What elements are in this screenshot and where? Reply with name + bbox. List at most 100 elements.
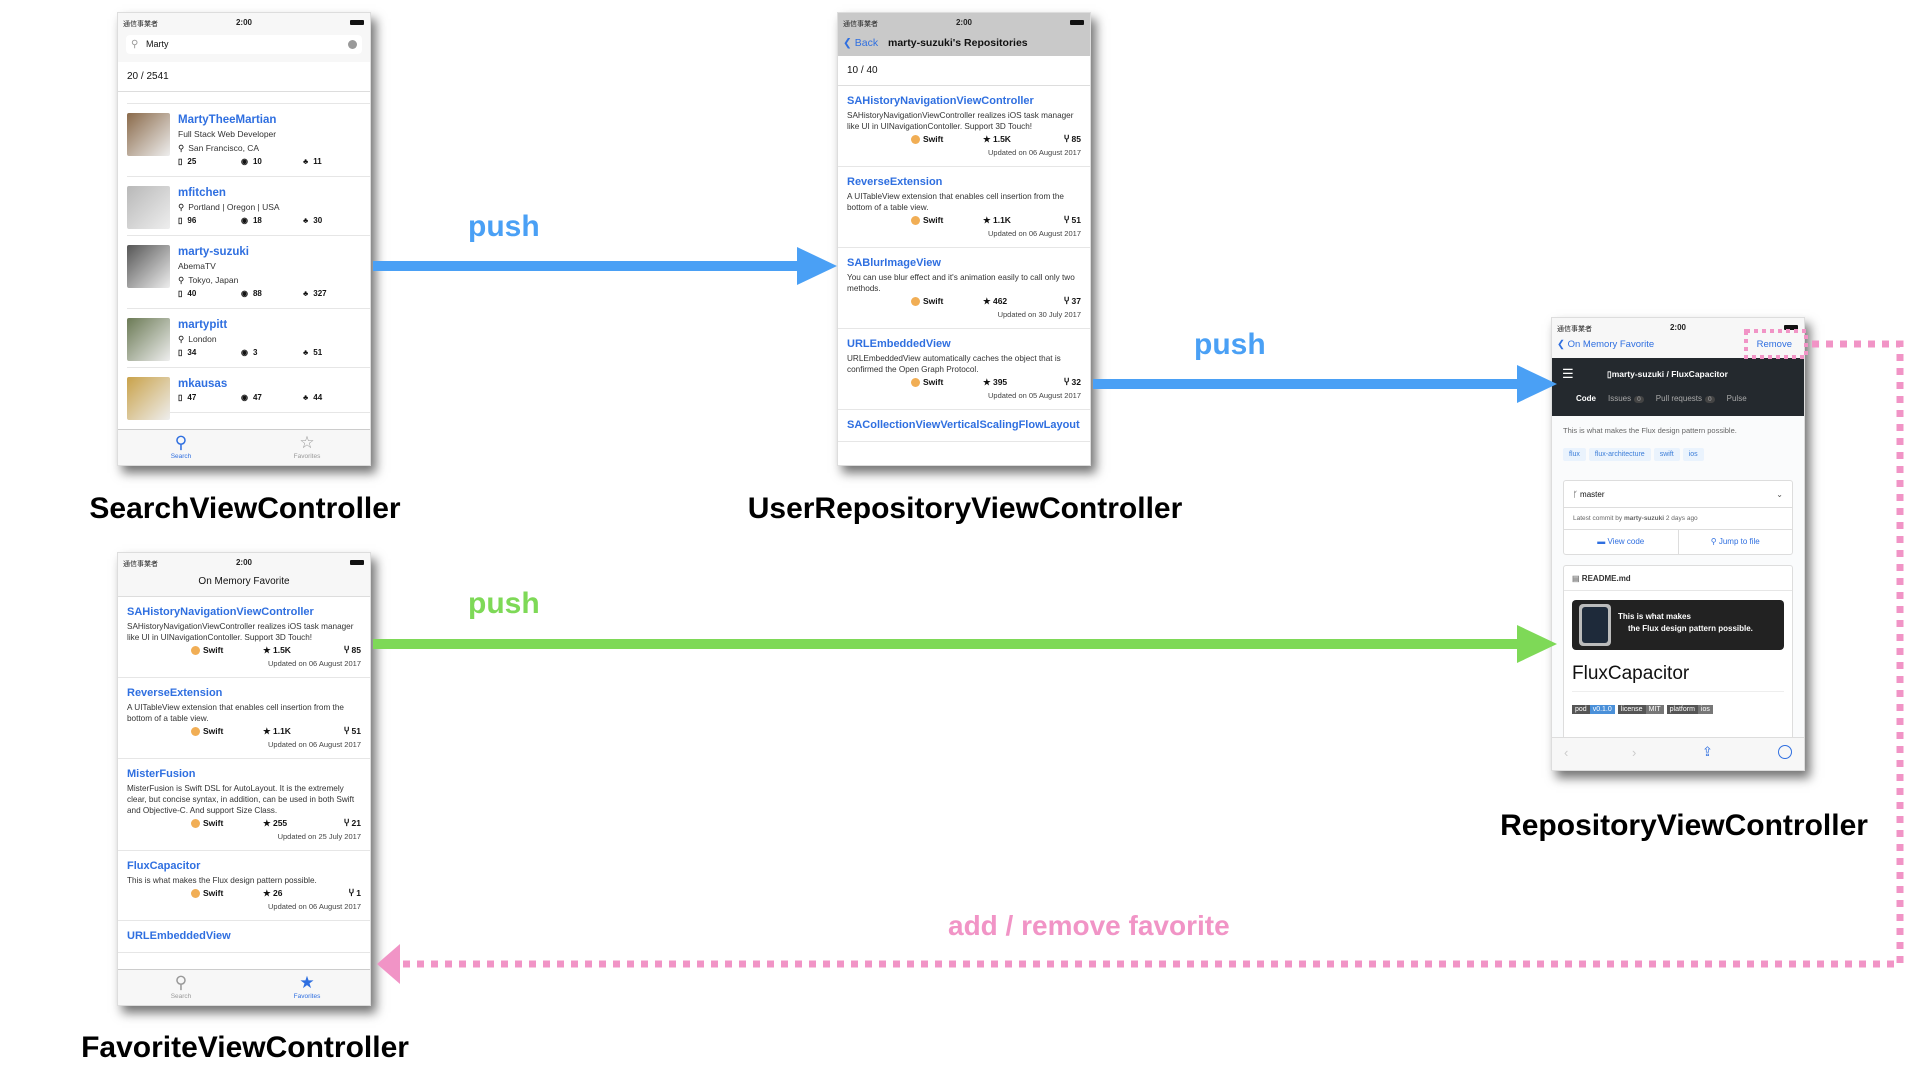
tab-search[interactable]: ⚲Search xyxy=(118,970,244,1005)
repo-stars: ★ 462 xyxy=(983,296,1008,306)
repo-icon: ▯ xyxy=(178,216,183,225)
topic-tag[interactable]: swift xyxy=(1653,448,1680,461)
repo-name[interactable]: ReverseExtension xyxy=(127,687,223,699)
language-color-dot xyxy=(191,819,200,828)
jump-to-file-button[interactable]: ⚲ Jump to file xyxy=(1679,530,1793,554)
repo-name[interactable]: ReverseExtension xyxy=(847,176,943,188)
hamburger-menu-icon[interactable]: ☰ xyxy=(1562,366,1574,381)
repo-name[interactable]: SAHistoryNavigationViewController xyxy=(127,606,314,618)
tab-search[interactable]: ⚲Search xyxy=(118,430,244,465)
repos-stat: ▯34 xyxy=(178,346,196,360)
user-row[interactable]: martypitt⚲London▯34◉3♣51 xyxy=(127,309,370,368)
user-name[interactable]: MartyTheeMartian xyxy=(178,114,277,126)
clock: 2:00 xyxy=(235,558,252,567)
branch-selector[interactable]: ᚴ master ⌄ xyxy=(1564,481,1792,508)
latest-commit: Latest commit by marty-suzuki 2 days ago xyxy=(1564,508,1792,530)
repo-language: Swift xyxy=(923,296,944,306)
topic-tag[interactable]: flux-architecture xyxy=(1588,448,1651,461)
user-row[interactable]: mfitchen⚲Portland | Oregon | USA▯96◉18♣3… xyxy=(127,177,370,236)
user-name[interactable]: mkausas xyxy=(178,378,228,390)
followers-icon: ♣ xyxy=(303,348,309,357)
repo-forks: Ⴤ 51 xyxy=(344,726,361,736)
commit-time: 2 days ago xyxy=(1665,515,1698,522)
tab-favorites[interactable]: ☆Favorites xyxy=(244,430,370,465)
back-nav-icon[interactable]: ‹ xyxy=(1564,745,1569,760)
repo-name[interactable]: SABlurImageView xyxy=(847,257,941,269)
clear-icon[interactable] xyxy=(348,40,357,49)
back-label: On Memory Favorite xyxy=(1567,339,1655,350)
avatar xyxy=(127,377,170,420)
safari-compass-icon[interactable] xyxy=(1778,745,1792,759)
back-button[interactable]: ❮ Back xyxy=(843,37,878,49)
clock: 2:00 xyxy=(955,18,972,27)
topic-tag[interactable]: flux xyxy=(1563,448,1586,461)
view-code-button[interactable]: ▬ View code xyxy=(1564,530,1679,554)
repo-name[interactable]: FluxCapacitor xyxy=(127,860,201,872)
avatar xyxy=(127,318,170,361)
user-location: ⚲Tokyo, Japan xyxy=(178,273,364,287)
repo-name[interactable]: SACollectionViewVerticalScalingFlowLayou… xyxy=(847,419,1080,431)
repo-description: URLEmbeddedView automatically caches the… xyxy=(847,354,1061,374)
remove-favorite-button[interactable]: Remove xyxy=(1756,339,1792,350)
forward-nav-icon[interactable]: › xyxy=(1632,745,1637,760)
followers-stat: ♣30 xyxy=(303,214,322,228)
repo-stars: ★ 1.5K xyxy=(263,645,291,655)
repo-description: MisterFusion is Swift DSL for AutoLayout… xyxy=(127,784,355,815)
followers-icon: ♣ xyxy=(303,289,309,298)
user-repository-screen: 通信事業者 2:00 ❮ Back marty-suzuki's Reposit… xyxy=(837,12,1091,466)
result-count: 20 / 2541 xyxy=(118,62,370,92)
topic-tag[interactable]: ios xyxy=(1682,448,1704,461)
repo-name[interactable]: URLEmbeddedView xyxy=(127,930,231,942)
repo-item[interactable]: SACollectionViewVerticalScalingFlowLayou… xyxy=(838,410,1090,442)
repo-name[interactable]: MisterFusion xyxy=(127,768,196,780)
repo-name[interactable]: URLEmbeddedView xyxy=(847,338,951,350)
carrier: 通信事業者 xyxy=(843,21,878,28)
share-icon[interactable]: ⇪ xyxy=(1702,744,1713,759)
search-input[interactable]: ⚲ Marty xyxy=(126,35,362,54)
repo-tab-count: 0 xyxy=(1705,396,1715,403)
repo-item[interactable]: URLEmbeddedView xyxy=(118,921,370,953)
repo-language: Swift xyxy=(203,818,224,828)
eye-icon: ◉ xyxy=(241,348,248,357)
repo-forks: Ⴤ 21 xyxy=(344,818,361,828)
badge-key: pod xyxy=(1572,705,1590,714)
followers-count: 51 xyxy=(313,348,323,357)
repo-icon: ▯ xyxy=(178,393,183,402)
repo-updated: Updated on 06 August 2017 xyxy=(988,229,1081,238)
back-button[interactable]: ❮ On Memory Favorite xyxy=(1557,339,1654,350)
repo-updated: Updated on 25 July 2017 xyxy=(277,832,361,841)
repo-name[interactable]: SAHistoryNavigationViewController xyxy=(847,95,1034,107)
repo-tab-code[interactable]: Code xyxy=(1576,394,1596,403)
user-name[interactable]: mfitchen xyxy=(178,187,226,199)
language-color-dot xyxy=(191,889,200,898)
user-name[interactable]: marty-suzuki xyxy=(178,246,249,258)
avatar xyxy=(127,245,170,288)
repo-tab-pulse[interactable]: Pulse xyxy=(1727,394,1747,403)
battery-icon xyxy=(350,560,364,565)
safari-toolbar: ‹ › ⇪ xyxy=(1552,737,1804,770)
user-location: ⚲Portland | Oregon | USA xyxy=(178,200,364,214)
badge-value: ios xyxy=(1697,705,1713,714)
user-name[interactable]: martypitt xyxy=(178,319,228,331)
user-row[interactable]: mkausas▯47◉47♣44 xyxy=(127,368,370,420)
followers-count: 44 xyxy=(313,393,323,402)
followers-icon: ♣ xyxy=(303,216,309,225)
tab-favorites[interactable]: ★Favorites xyxy=(244,970,370,1005)
back-label: Back xyxy=(854,37,879,49)
